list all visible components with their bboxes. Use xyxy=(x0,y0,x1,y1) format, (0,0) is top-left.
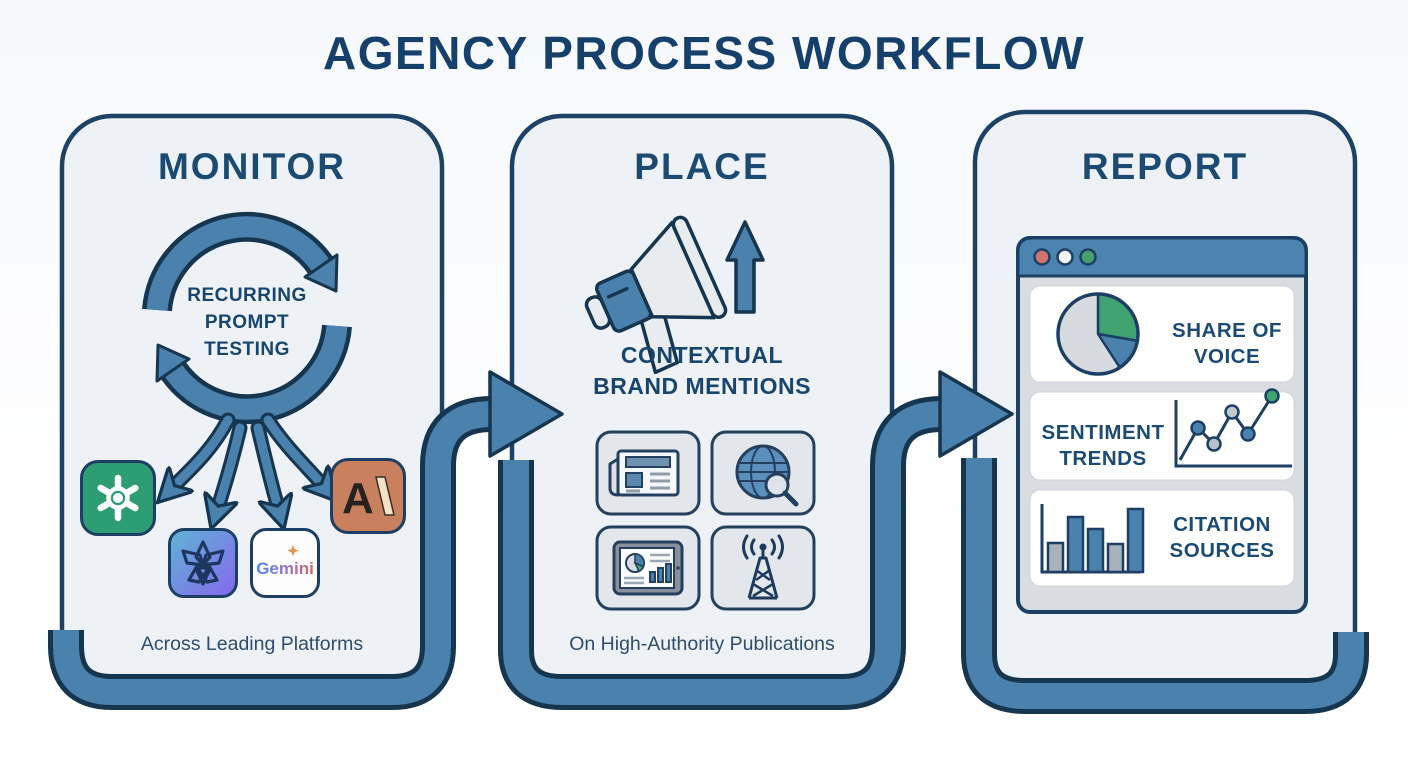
place-heading-line: BRAND MENTIONS xyxy=(593,373,811,399)
pie-chart-icon xyxy=(1056,292,1140,376)
tablet-analytics-icon xyxy=(612,540,684,596)
gemini-text: Gemini xyxy=(256,559,314,578)
flow-arrowhead-2 xyxy=(938,370,1014,458)
citation-sources-label: CITATION SOURCES xyxy=(1169,513,1275,562)
cycle-label-line: PROMPT xyxy=(204,312,290,333)
flow-ribbon-monitor xyxy=(48,370,564,710)
ai-star-logo xyxy=(168,528,238,598)
monitor-caption: Across Leading Platforms xyxy=(140,633,364,655)
publication-tiles xyxy=(595,430,816,611)
cycle-label-line: RECURRING xyxy=(187,285,307,306)
flow-ribbon-place xyxy=(498,370,1014,710)
flow-ribbon-report xyxy=(961,458,1369,714)
place-title: PLACE xyxy=(634,146,770,187)
cycle-arrows-icon xyxy=(142,211,352,425)
anthropic-logo: A xyxy=(330,458,406,534)
sentiment-trends-label: SENTIMENT TRENDS xyxy=(1041,421,1165,470)
place-caption: On High-Authority Publications xyxy=(569,633,835,655)
browser-window xyxy=(1016,236,1308,614)
cycle-label: RECURRING PROMPT TESTING xyxy=(147,282,347,363)
share-of-voice-label: SHARE OF VOICE xyxy=(1172,319,1282,368)
geometric-star-icon xyxy=(181,540,225,586)
cycle-label-line: TESTING xyxy=(204,339,290,360)
broadcast-tower-icon xyxy=(742,534,784,600)
panel-place-frame xyxy=(509,113,895,697)
megaphone-icon xyxy=(584,215,728,375)
gemini-logo: Gemini xyxy=(250,528,320,598)
newspaper-icon xyxy=(608,449,680,497)
anthropic-mark-icon: A xyxy=(342,474,395,523)
globe-search-icon xyxy=(735,444,799,507)
place-heading-line: CONTEXTUAL xyxy=(620,342,784,368)
line-chart-icon xyxy=(1174,388,1292,468)
report-title: REPORT xyxy=(1081,146,1249,187)
anthropic-letter: A xyxy=(342,474,374,523)
traffic-light-dots xyxy=(1033,248,1097,266)
gemini-wordmark-icon: Gemini xyxy=(256,545,314,578)
openai-logo xyxy=(80,460,156,536)
bar-chart-icon xyxy=(1040,504,1145,574)
page-title: AGENCY PROCESS WORKFLOW xyxy=(322,27,1085,79)
fan-arrows-icon xyxy=(176,412,320,504)
flow-arrowhead-1 xyxy=(488,370,564,458)
place-heading: CONTEXTUAL BRAND MENTIONS xyxy=(512,340,892,402)
up-arrow-icon xyxy=(725,220,765,314)
openai-knot-icon xyxy=(97,474,139,522)
monitor-title: MONITOR xyxy=(157,146,347,187)
